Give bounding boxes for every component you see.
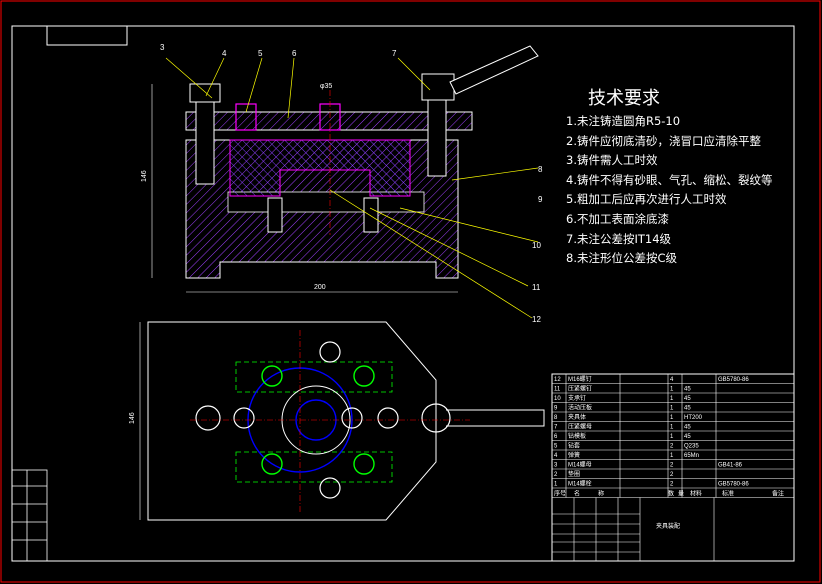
bom-cell: 支承钉	[568, 394, 586, 402]
bom-cell: 45	[684, 387, 691, 393]
bom-header-cell: 标准	[722, 490, 734, 498]
requirement-item: 8.未注形位公差按C级	[566, 251, 678, 266]
bom-header-cell: 称	[598, 490, 604, 498]
balloon-11: 11	[532, 283, 541, 292]
balloon-7: 7	[392, 49, 397, 58]
balloon-labels: 3 4 5 6 7 8 9 10 11 12	[160, 43, 543, 324]
requirement-item: 3.铸件需人工时效	[566, 153, 658, 168]
bom-cell: 3	[554, 463, 558, 469]
bom-header-cell: 序号	[554, 490, 566, 498]
requirements-list: 1.未注铸造圆角R5-10 2.铸件应彻底清砂，浇冒口应清除平整 3.铸件需人工…	[566, 112, 772, 269]
bom-cell: 4	[554, 453, 558, 459]
bom-cell: 2	[670, 444, 674, 450]
bom-cell: 1	[670, 415, 674, 421]
bom-cell: 45	[684, 425, 691, 431]
bom-cell: 9	[554, 406, 558, 412]
balloon-12: 12	[532, 315, 541, 324]
bom-cell: 夹具体	[568, 413, 586, 421]
balloon-8: 8	[538, 165, 543, 174]
width-dimension: 200	[314, 284, 326, 291]
requirement-item: 2.铸件应彻底清砂，浇冒口应清除平整	[566, 133, 761, 148]
bom-cell: 压紧螺钉	[568, 385, 592, 393]
balloon-5: 5	[258, 49, 263, 58]
bom-cell: 6	[554, 434, 558, 440]
bom-cell: 1	[670, 387, 674, 393]
height-dimension: 146	[141, 170, 148, 182]
balloon-3: 3	[160, 43, 165, 52]
code-box	[46, 25, 128, 46]
plan-view: 146	[129, 321, 545, 521]
bom-header-cell: 名	[574, 490, 580, 498]
bom-cell: 2	[670, 472, 674, 478]
bom-cell: 7	[554, 425, 558, 431]
bom-cell: 4	[670, 377, 674, 383]
bom-cell: M16螺钉	[568, 375, 592, 383]
bom-cell: HT200	[684, 415, 703, 421]
bom-header-cell: 量	[678, 491, 684, 498]
bom-cell: 钻套	[568, 442, 580, 450]
bom-cell: 2	[554, 472, 558, 478]
bom-cell: 1	[670, 425, 674, 431]
bom-cell: Q235	[684, 444, 699, 450]
bom-header-cell: 数	[668, 490, 674, 498]
bom-cell: 2	[670, 482, 674, 488]
requirements-title: 技术要求	[588, 88, 660, 109]
requirement-item: 7.未注公差按IT14级	[566, 231, 672, 246]
bom-cell: 65Mn	[684, 453, 699, 459]
requirement-item: 5.粗加工后应再次进行人工时效	[566, 192, 727, 207]
bom-cell: GB5780-86	[718, 482, 749, 488]
bom-cell: 2	[670, 463, 674, 469]
balloon-6: 6	[292, 49, 297, 58]
bom-cell: 45	[684, 396, 691, 402]
requirement-item: 4.铸件不得有砂眼、气孔、缩松、裂纹等	[566, 172, 773, 187]
bom-cell: 钻模板	[568, 432, 586, 440]
balloon-9: 9	[538, 195, 543, 204]
left-strip	[11, 469, 48, 562]
bom-cell: 10	[554, 396, 561, 402]
bom-cell: 8	[554, 415, 558, 421]
front-view: 146 200 φ35	[141, 45, 539, 293]
drawing-title: 夹具装配	[656, 522, 680, 530]
plan-height-dimension: 146	[129, 412, 136, 424]
bom-cell: 1	[670, 453, 674, 459]
bom-cell: 1	[670, 434, 674, 440]
bom-cell: M14螺母	[568, 461, 592, 469]
bom-header-cell: 材料	[690, 490, 702, 498]
bom-cell: 45	[684, 406, 691, 412]
bom-cell: 5	[554, 444, 558, 450]
requirement-item: 6.不加工表面涂底漆	[566, 211, 669, 226]
balloon-10: 10	[532, 241, 541, 250]
hole-dimension: φ35	[320, 83, 332, 90]
bom-cell: 45	[684, 434, 691, 440]
bom-cell: 12	[554, 377, 561, 383]
balloon-4: 4	[222, 49, 227, 58]
bom-cell: 垫圈	[568, 470, 580, 478]
bom-header-cell: 备注	[772, 490, 784, 498]
bom-cell: GB41-86	[718, 463, 743, 469]
leaders	[165, 57, 539, 319]
requirement-item: 1.未注铸造圆角R5-10	[566, 114, 681, 128]
bom-cell: 1	[554, 482, 558, 488]
bom-cell: 活动压板	[568, 404, 592, 412]
bom-cell: 弹簧	[568, 451, 580, 459]
bom-cell: 1	[670, 406, 674, 412]
bom-cell: GB5780-86	[718, 377, 749, 383]
bom-cell: M14螺栓	[568, 480, 592, 488]
bom-cell: 11	[554, 387, 561, 393]
inner-frame	[11, 25, 795, 562]
bom-cell: 1	[670, 396, 674, 402]
bom-cell: 压紧螺母	[568, 423, 592, 431]
